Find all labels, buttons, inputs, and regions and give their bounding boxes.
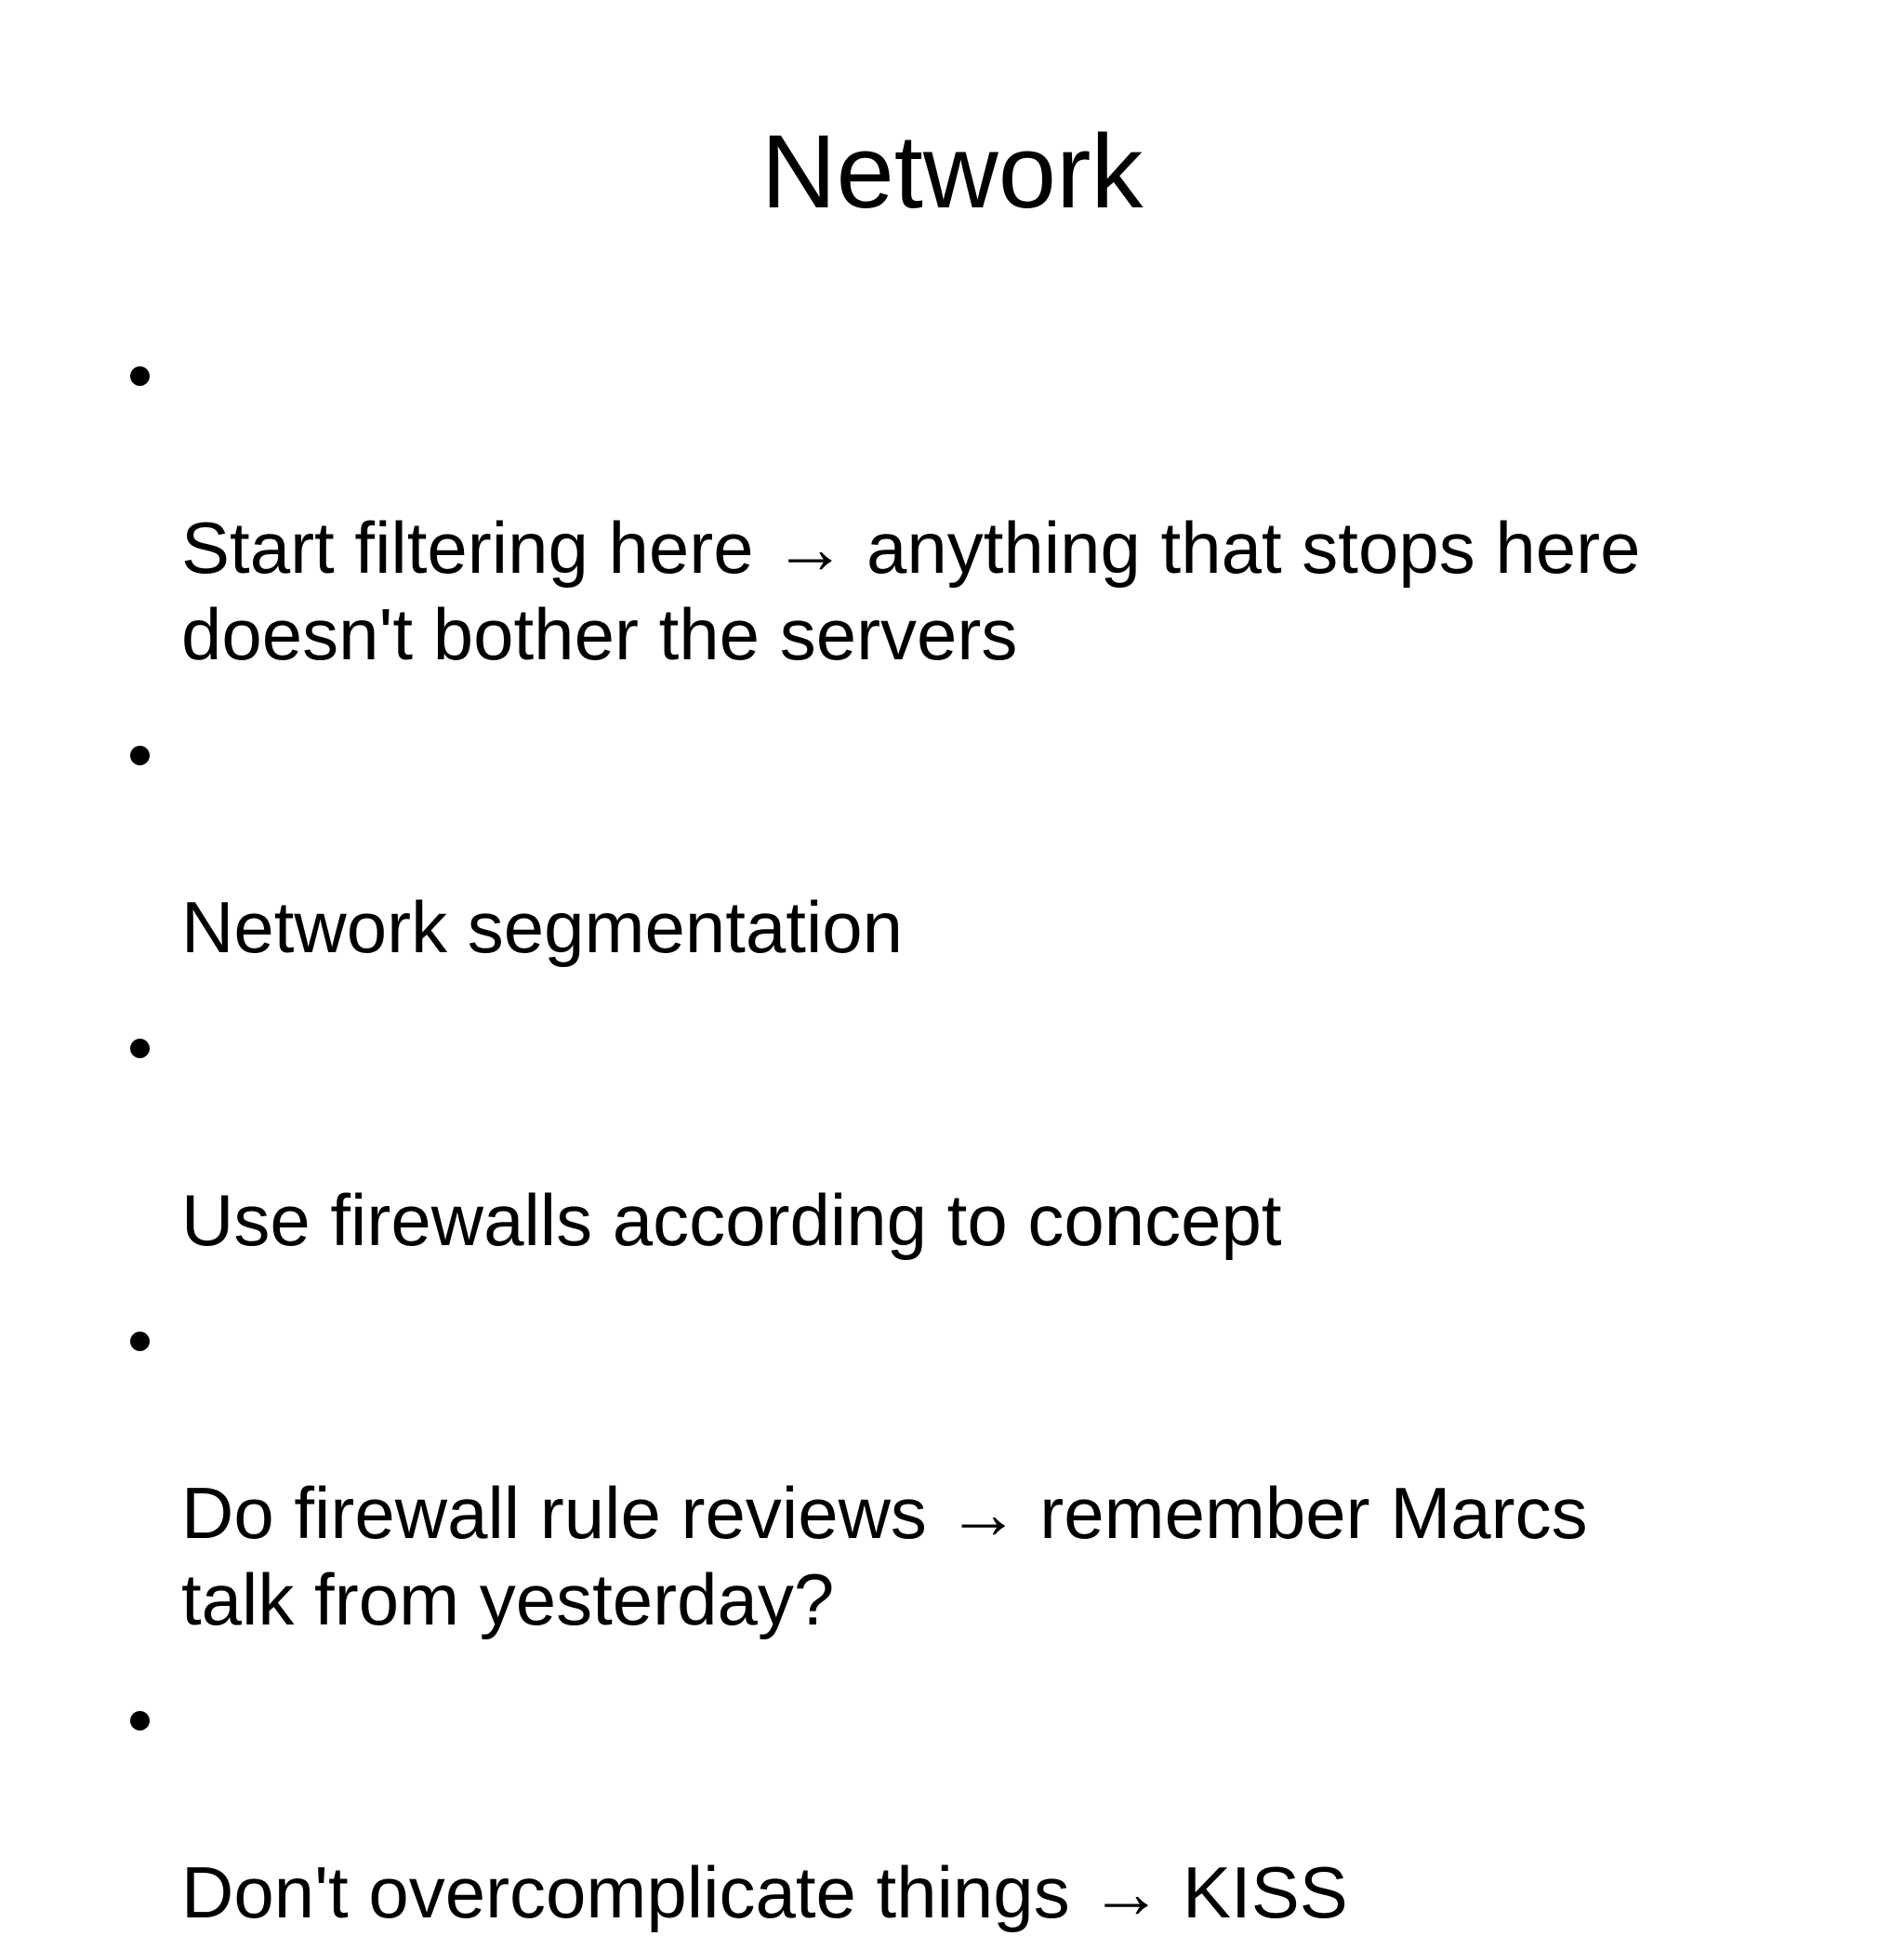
bullet-text: Don't overcomplicate things → KISS: [181, 1851, 1348, 1933]
presentation-slide: Network Start filtering here → anything …: [0, 113, 1904, 1933]
bullet-list: Start filtering here → anything that sto…: [130, 332, 1802, 1936]
bullet-item: Use firewalls according to concept: [130, 1004, 1802, 1264]
bullet-icon: [130, 1039, 150, 1058]
bullet-icon: [130, 1711, 150, 1730]
bullet-item: Network segmentation: [130, 711, 1802, 971]
bullet-icon: [130, 1332, 150, 1351]
bullet-item: Start filtering here → anything that sto…: [130, 332, 1802, 678]
bullet-text: Do firewall rule reviews → remember Marc…: [181, 1472, 1588, 1640]
slide-title: Network: [760, 113, 1144, 230]
bullet-icon: [130, 366, 150, 386]
bullet-icon: [130, 746, 150, 765]
bullet-item: Don't overcomplicate things → KISS: [130, 1677, 1802, 1936]
bullet-text: Start filtering here → anything that sto…: [181, 507, 1641, 675]
bullet-item: Do firewall rule reviews → remember Marc…: [130, 1297, 1802, 1643]
bullet-text: Use firewalls according to concept: [181, 1179, 1282, 1261]
bullet-text: Network segmentation: [181, 886, 904, 968]
